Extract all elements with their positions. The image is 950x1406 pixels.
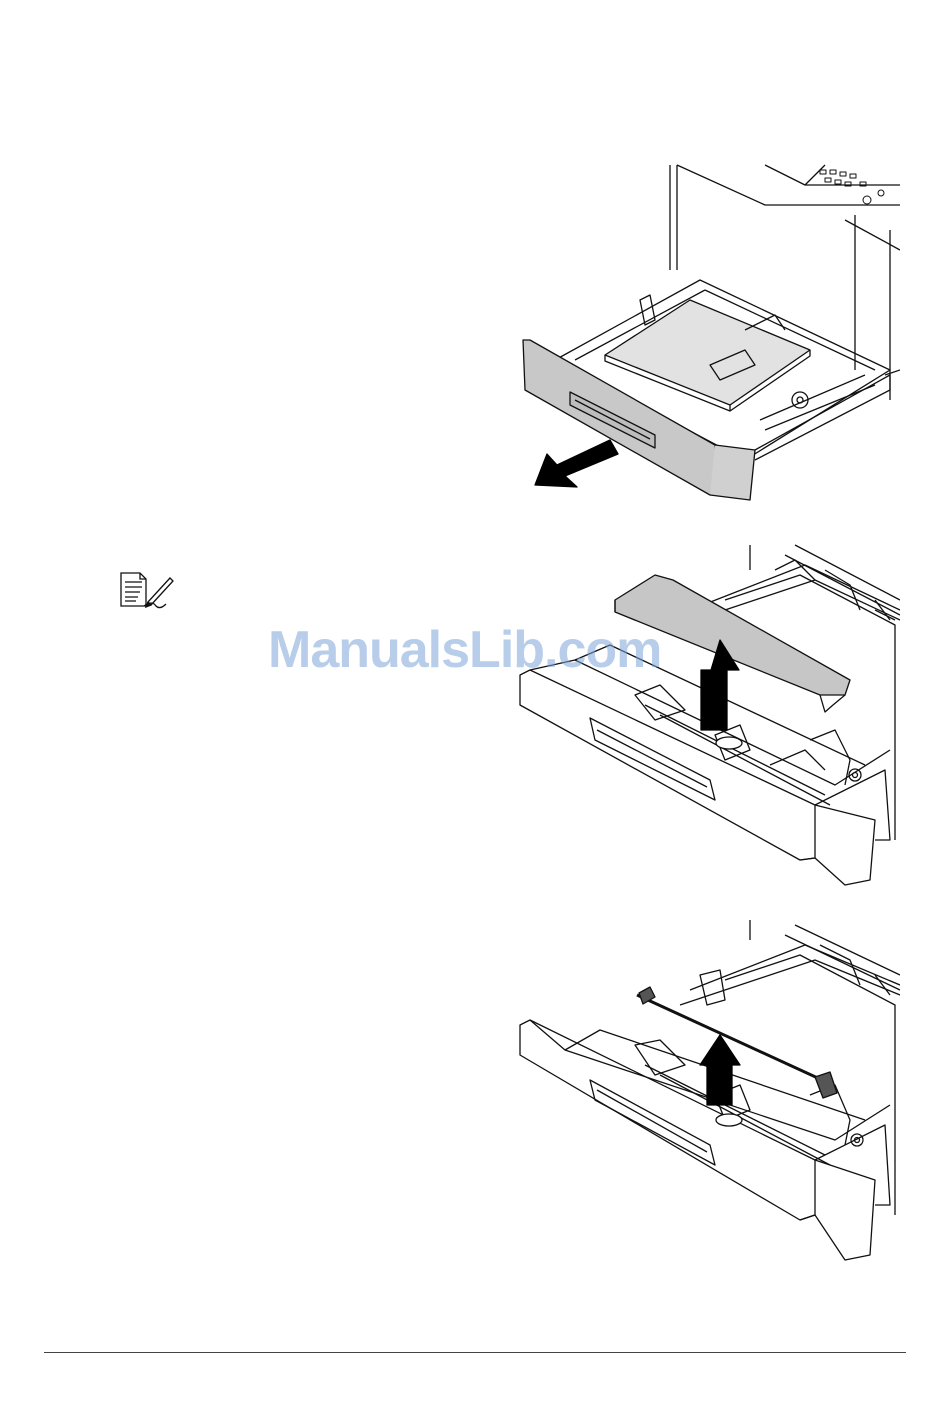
note-pencil-icon: [118, 570, 176, 610]
tray-pull-out-illustration: [515, 160, 900, 505]
footer-rule: [44, 1352, 906, 1353]
tray-cover-removal-illustration: [515, 540, 900, 890]
watermark-text: ManualsLib.com: [268, 620, 698, 680]
arrow-up-icon: [700, 1035, 740, 1105]
tray-lever-removal-illustration: [515, 915, 900, 1270]
arrow-pull-out-icon: [535, 440, 618, 487]
